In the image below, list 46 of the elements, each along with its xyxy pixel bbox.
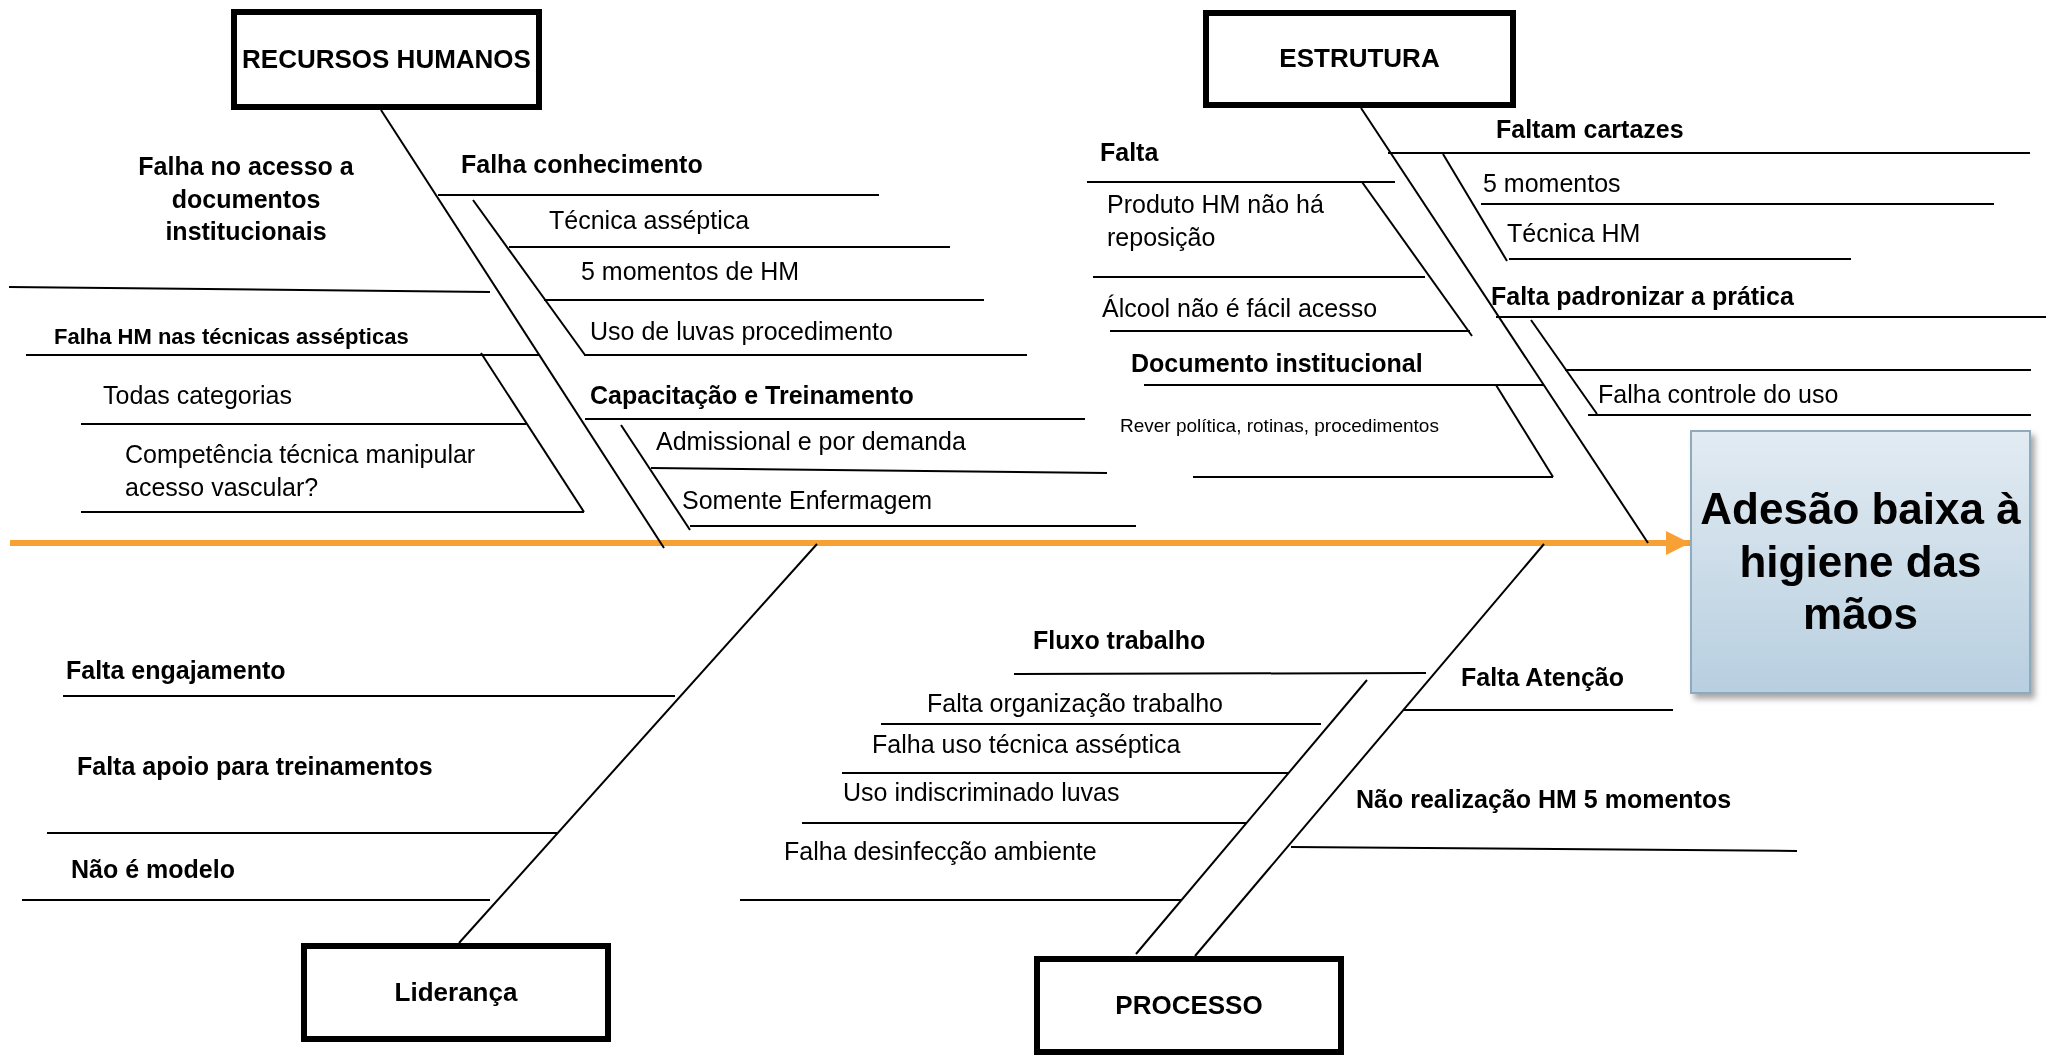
category-bone-line bbox=[1360, 107, 1649, 544]
cause-text: Competência técnica manipular acesso vascular? bbox=[125, 439, 477, 503]
category-bone-line bbox=[1194, 543, 1545, 957]
category-box bbox=[1203, 10, 1516, 108]
cause-text: Uso indiscriminado luvas bbox=[843, 777, 1120, 808]
cause-text: Falta organização trabalho bbox=[927, 688, 1224, 719]
cause-heading: Falta padronizar a prática bbox=[1491, 281, 1794, 312]
cause-text: Técnica HM bbox=[1507, 218, 1641, 249]
cause-text: 5 momentos bbox=[1483, 168, 1621, 199]
cause-heading: Falha no acesso a documentos institucionais bbox=[137, 151, 355, 247]
cause-text: Falha uso técnica asséptica bbox=[872, 729, 1181, 760]
cause-text: Admissional e por demanda bbox=[656, 426, 966, 457]
category-box bbox=[231, 9, 542, 110]
category-box bbox=[1034, 956, 1344, 1055]
cause-text: Uso de luvas procedimento bbox=[590, 316, 893, 347]
category-title: PROCESSO bbox=[1115, 990, 1263, 1021]
cause-heading: Não é modelo bbox=[71, 854, 235, 885]
cause-heading: Falta apoio para treinamentos bbox=[77, 751, 433, 782]
cause-heading: Fluxo trabalho bbox=[1033, 625, 1206, 656]
category-title: ESTRUTURA bbox=[1279, 44, 1440, 74]
cause-text: Todas categorias bbox=[103, 380, 292, 411]
cause-heading: Faltam cartazes bbox=[1496, 114, 1684, 145]
cause-heading: Falha HM nas técnicas assépticas bbox=[54, 323, 409, 351]
cause-text: Falha desinfecção ambiente bbox=[784, 836, 1097, 867]
cause-heading: Falta bbox=[1100, 137, 1159, 168]
cause-text: 5 momentos de HM bbox=[581, 256, 800, 287]
cause-text: Rever política, rotinas, procedimentos bbox=[1120, 414, 1439, 438]
category-bone-line bbox=[380, 109, 665, 549]
category-title: Liderança bbox=[394, 977, 518, 1008]
category-bone-line bbox=[458, 543, 818, 944]
cause-text: Falha controle do uso bbox=[1598, 379, 1839, 410]
cause-text: Álcool não é fácil acesso bbox=[1102, 293, 1378, 324]
effect-box bbox=[1690, 430, 2031, 694]
category-title: RECURSOS HUMANOS bbox=[242, 44, 531, 75]
cause-text: Somente Enfermagem bbox=[682, 485, 933, 516]
cause-heading: Falta engajamento bbox=[66, 655, 286, 686]
cause-heading: Falta Atenção bbox=[1461, 662, 1624, 693]
cause-heading: Capacitação e Treinamento bbox=[590, 380, 914, 411]
effect-title: Adesão baixa à higiene das mãos bbox=[1699, 482, 2022, 641]
cause-heading: Documento institucional bbox=[1131, 348, 1423, 379]
cause-heading: Não realização HM 5 momentos bbox=[1356, 784, 1732, 815]
cause-text: Produto HM não há reposição bbox=[1107, 189, 1325, 253]
category-box bbox=[301, 943, 611, 1042]
cause-heading: Falha conhecimento bbox=[461, 149, 703, 180]
cause-text: Técnica asséptica bbox=[549, 205, 750, 236]
main-spine-arrow bbox=[10, 531, 1690, 555]
